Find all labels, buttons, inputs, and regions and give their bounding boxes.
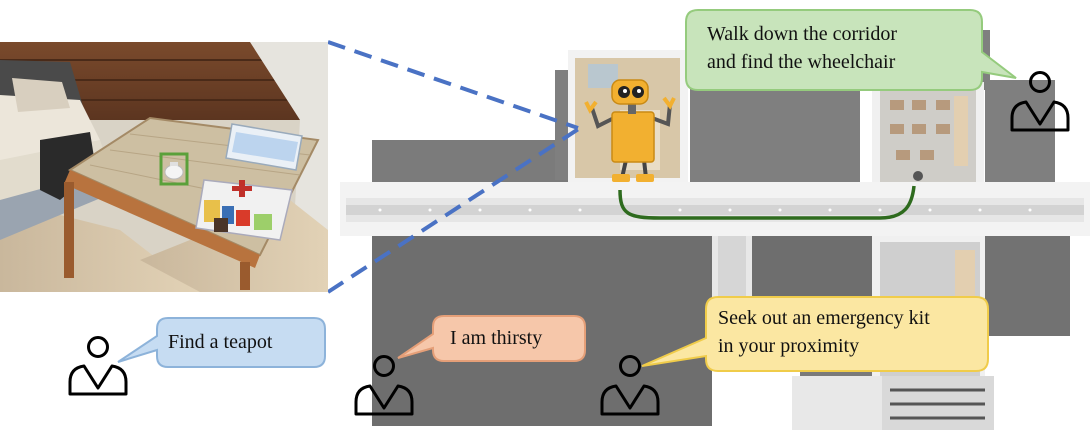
person-icon — [68, 336, 128, 396]
bubble-corridor-shape — [685, 9, 1017, 91]
bubble-thirsty-text: I am thirsty — [450, 327, 543, 349]
bubble-emergency-line1: Seek out an emergency kit — [718, 307, 930, 329]
teapot-icon — [164, 162, 184, 180]
bubble-teapot-shape — [117, 317, 326, 368]
bubble-corridor: Walk down the corridor and find the whee… — [707, 20, 897, 76]
floor-plan — [340, 30, 1090, 430]
bubble-teapot-text: Find a teapot — [168, 331, 273, 353]
room-inset-photo — [0, 42, 328, 292]
teapot-highlight-box — [159, 152, 189, 186]
bubble-thirsty-shape — [397, 315, 586, 362]
bubble-teapot: Find a teapot — [168, 328, 272, 356]
navigation-path — [618, 185, 916, 220]
bubble-emergency-line2: in your proximity — [718, 335, 860, 357]
callout-lines — [326, 40, 582, 294]
bubble-corridor-line2: and find the wheelchair — [707, 51, 896, 73]
robot-icon — [584, 79, 676, 182]
bubble-emergency-shape — [641, 296, 989, 372]
person-icon — [600, 355, 660, 416]
person-icon — [354, 355, 414, 416]
bubble-corridor-line1: Walk down the corridor — [707, 23, 897, 45]
first-aid-kit-icon — [195, 123, 303, 241]
bubble-emergency: Seek out an emergency kit in your proxim… — [718, 304, 930, 360]
bubble-thirsty: I am thirsty — [450, 324, 542, 352]
person-icon — [1010, 71, 1070, 132]
